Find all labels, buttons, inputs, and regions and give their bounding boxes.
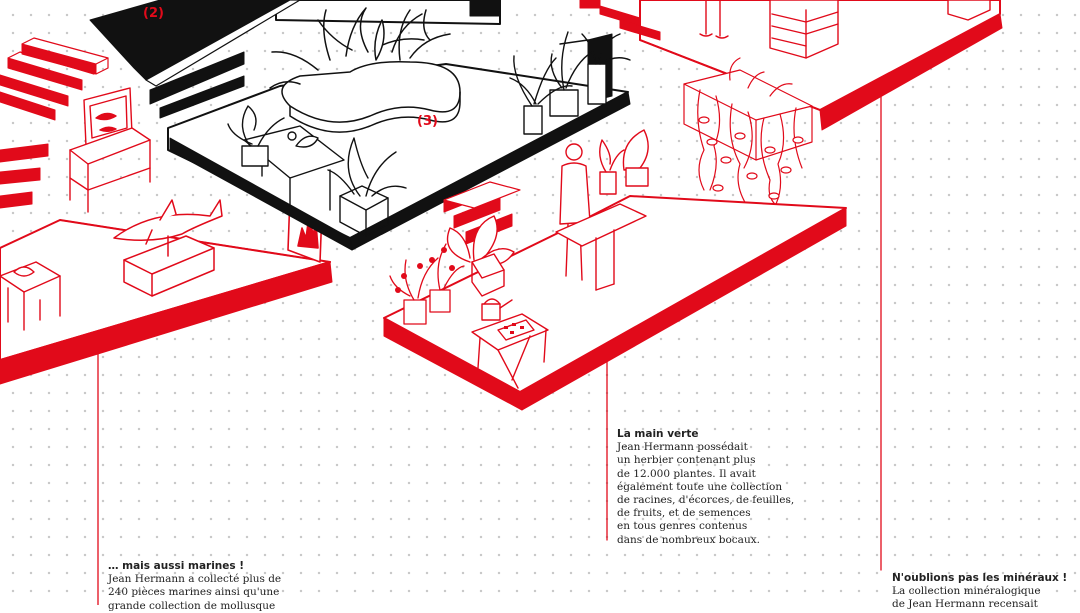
note-main-verte-body: Jean Hermann possédait un herbier conten…	[617, 441, 795, 546]
wall-frame-top	[947, 0, 991, 21]
potted-plant-red	[389, 243, 465, 325]
note-marines-body: Jean Hermann a collecté plus de 240 pièc…	[108, 573, 282, 612]
drawer-cabinet	[769, 0, 839, 59]
central-work-table	[227, 105, 345, 211]
note-main-verte-title: La main verte	[617, 428, 699, 440]
note-mineraux: N'oublions pas les minéraux ! La collect…	[892, 572, 1078, 612]
note-marines-title: … mais aussi marines !	[108, 560, 245, 572]
note-mineraux-body: La collection minéralogique de Jean Herm…	[892, 585, 1041, 611]
top-right-stairs	[579, 0, 661, 41]
fish-display-frame	[69, 87, 151, 213]
hanging-vine-planter	[683, 57, 813, 209]
watering-can-table	[471, 298, 549, 389]
potted-plant-big-leaf	[446, 215, 515, 297]
room-label-2: (2)	[143, 6, 164, 21]
central-room	[89, 0, 631, 251]
potted-plant-lectern	[599, 129, 649, 195]
potted-plant-group	[509, 31, 631, 135]
left-table	[0, 261, 61, 331]
person-figure-top	[699, 0, 729, 39]
raised-planter	[269, 7, 461, 133]
seaweed-pot	[327, 137, 407, 237]
shark-model	[113, 199, 223, 297]
room-label-3: (3)	[417, 114, 438, 129]
note-mineraux-title: N'oublions pas les minéraux !	[892, 572, 1068, 584]
note-main-verte: La main verte Jean Hermann possédait un …	[617, 428, 817, 547]
person-figure-lectern	[555, 143, 647, 291]
left-stairs	[0, 43, 97, 209]
